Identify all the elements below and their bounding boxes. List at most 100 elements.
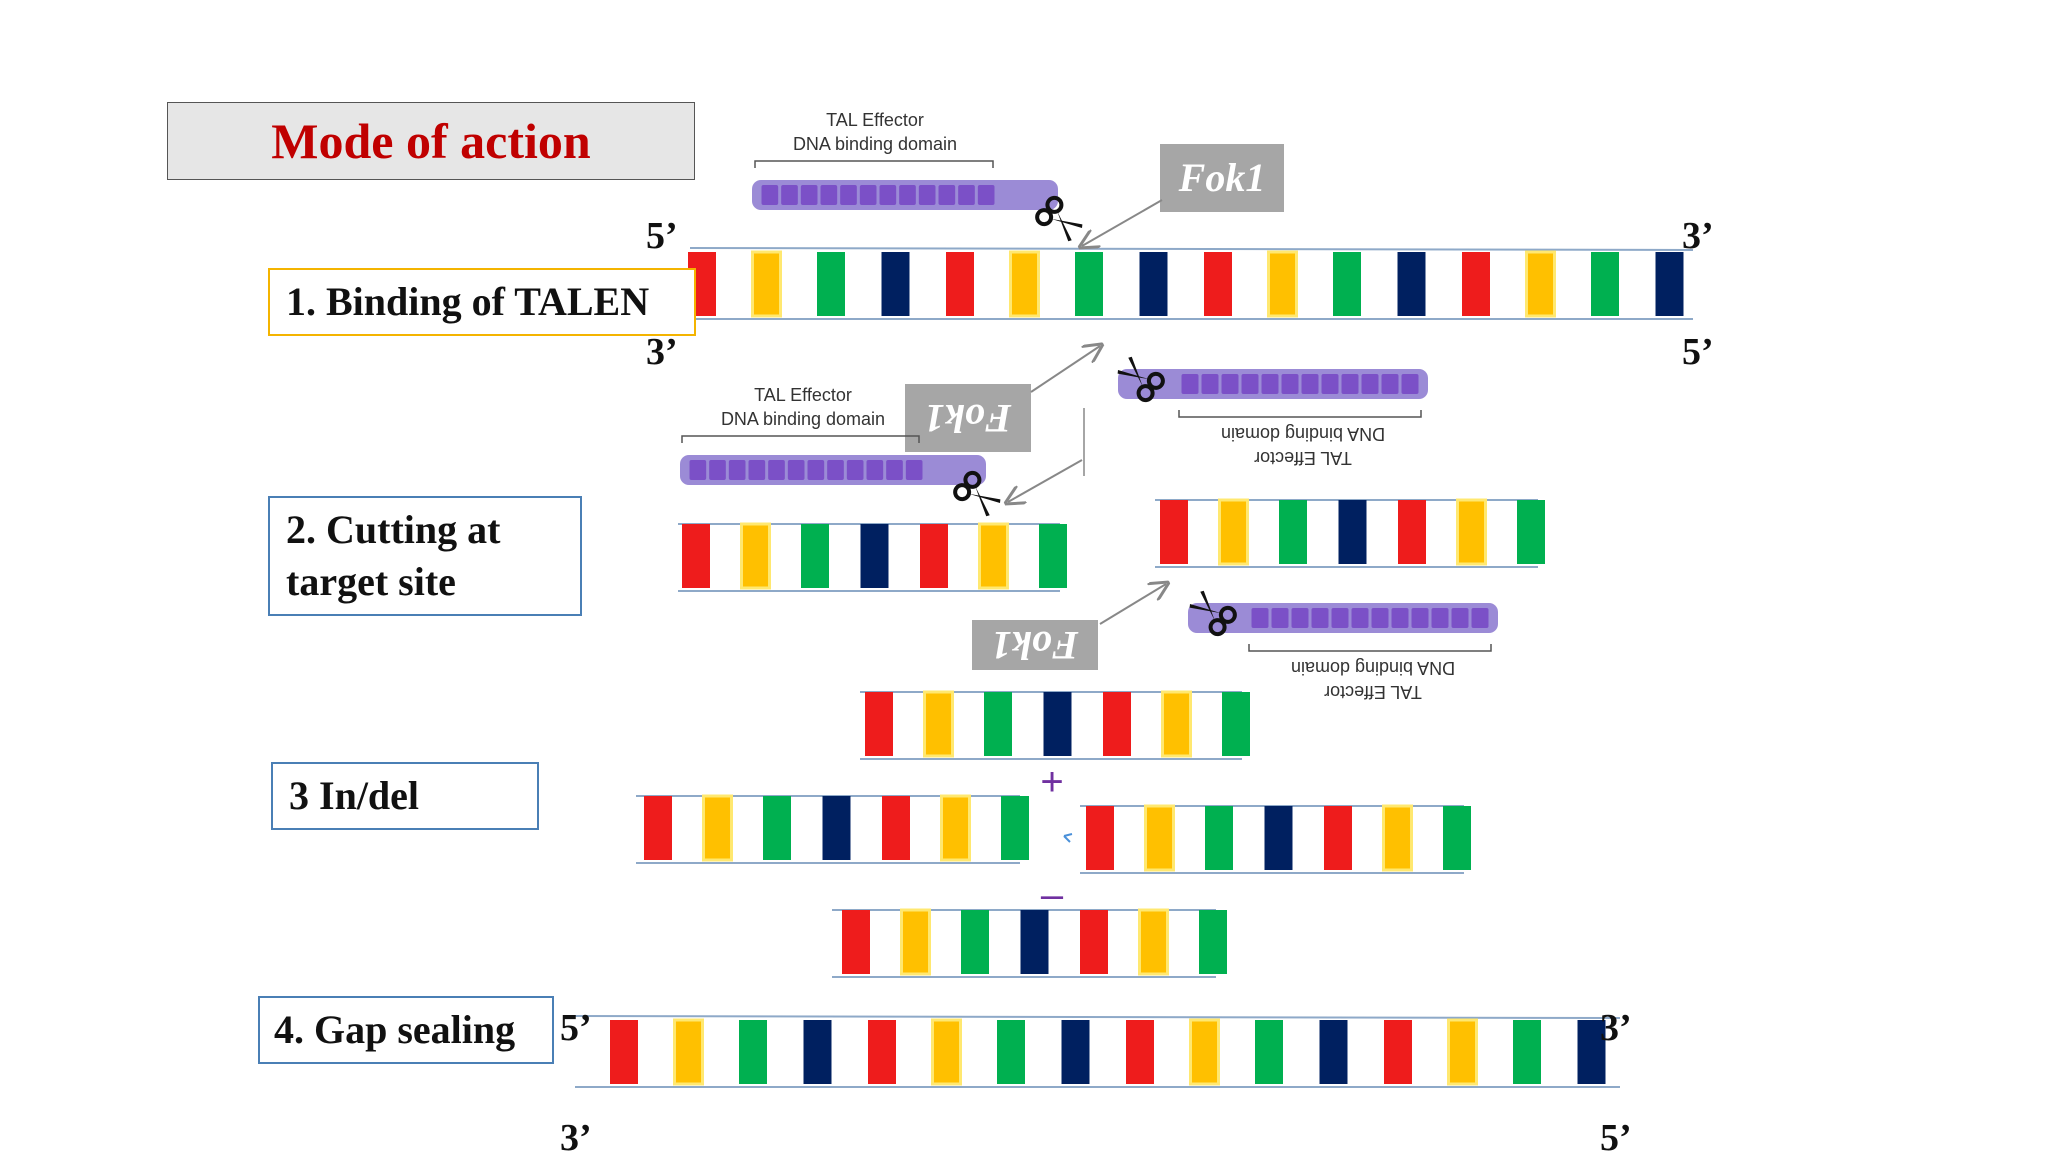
dna-step2-left (678, 522, 1067, 592)
base-pair-red (1462, 252, 1490, 316)
fok1-label: Fok1 (925, 396, 1013, 441)
tal-repeat (1451, 608, 1469, 628)
base-pair-yellow (740, 522, 771, 590)
end-step1-bottom-right: 5’ (1682, 331, 1714, 373)
tal-repeat (1251, 608, 1269, 628)
base-pair-yellow (1161, 690, 1192, 758)
tal-repeat (1331, 608, 1349, 628)
fok1-lower-arrow (1099, 584, 1166, 625)
fok1-label: Fok1 (1178, 155, 1266, 200)
tal-label-line2: DNA binding domain (1291, 658, 1455, 678)
base-pair-navy (803, 1020, 832, 1084)
tal-repeat (1381, 374, 1399, 394)
base-pair-yellow (1218, 498, 1249, 566)
dna-step3-right (1080, 804, 1471, 874)
tal-repeat (938, 185, 956, 205)
fok1-top-arrow (1082, 199, 1163, 246)
base-pair-yellow (1267, 250, 1298, 318)
fok1-mid-arrow (1030, 346, 1100, 393)
base-pair-red (644, 796, 672, 860)
base-pair-red (868, 1020, 896, 1084)
base-pair-navy (1397, 252, 1426, 316)
fok1-top: Fok1 (1160, 144, 1284, 212)
base-pair-green (984, 692, 1012, 756)
tal-repeat (1291, 608, 1309, 628)
base-pair-yellow (931, 1018, 962, 1086)
tal-repeat (1321, 374, 1339, 394)
insertion-plus: + (1040, 760, 1063, 804)
tal-repeat (709, 460, 726, 480)
base-pair-green (1255, 1020, 1283, 1084)
scissors-left (953, 470, 1001, 517)
step-2-text-line2: target site (286, 559, 456, 604)
base-pair-red (682, 524, 710, 588)
fok1-lower: Fok1 (972, 620, 1098, 670)
base-pair-green (1199, 910, 1227, 974)
tal-repeat (1341, 374, 1359, 394)
base-pair-yellow (900, 908, 931, 976)
end-step1-top-left: 5’ (646, 215, 678, 257)
base-pair-red (610, 1020, 638, 1084)
base-pair-navy (822, 796, 851, 860)
tal-repeat (768, 460, 785, 480)
base-pair-green (1517, 500, 1545, 564)
tal-label-line1: TAL Effector (1324, 682, 1422, 702)
tal-bracket (1178, 410, 1422, 418)
base-pair-green (1591, 252, 1619, 316)
tal-effector-lower (1188, 603, 1498, 633)
tal-repeat (1221, 374, 1239, 394)
fok1-box (905, 384, 1031, 452)
base-pair-red (1324, 806, 1352, 870)
base-pair-red (946, 252, 974, 316)
tal-repeat (1181, 374, 1199, 394)
tal-repeat (1431, 608, 1449, 628)
tal-repeat (1311, 608, 1329, 628)
base-pair-red (1103, 692, 1131, 756)
scissors-top (1035, 195, 1083, 242)
deletion-minus: – (1041, 873, 1064, 917)
base-pair-yellow (1189, 1018, 1220, 1086)
top-strand (574, 1015, 1621, 1019)
base-pair-green (997, 1020, 1025, 1084)
indel-arrow-icon (1063, 833, 1073, 843)
dna-step3-bottom (832, 908, 1227, 978)
page-title: Mode of action (167, 102, 695, 180)
base-pair-green (1075, 252, 1103, 316)
top-strand (689, 247, 1694, 251)
tal-bracket (754, 160, 994, 168)
tal-repeat (905, 460, 923, 480)
tal-repeat (820, 185, 838, 205)
tal-label-line1: TAL Effector (754, 385, 852, 405)
fok1-left-arrow (1008, 459, 1083, 502)
base-pair-yellow (1009, 250, 1040, 318)
tal-bracket (681, 435, 920, 443)
dna-step1 (688, 247, 1694, 320)
dna-step2-right (1155, 498, 1545, 568)
end-step1-bottom-left: 3’ (646, 331, 678, 373)
base-pair-navy (1020, 910, 1049, 974)
base-pair-navy (1577, 1020, 1606, 1084)
tal-repeat (1351, 608, 1369, 628)
tal-repeat (748, 460, 766, 480)
base-pair-green (1222, 692, 1250, 756)
tal-repeat (1391, 608, 1409, 628)
fok1-box (972, 620, 1098, 670)
base-pair-green (739, 1020, 767, 1084)
tal-repeat (1281, 374, 1299, 394)
step-2-text-line1: 2. Cutting at (286, 507, 501, 552)
step-3-text: 3 In/del (289, 773, 420, 818)
base-pair-green (763, 796, 791, 860)
tal-repeat (800, 185, 818, 205)
base-pair-navy (1043, 692, 1072, 756)
tal-repeat (761, 185, 779, 205)
base-pair-yellow (978, 522, 1009, 590)
tal-repeat (1371, 608, 1389, 628)
base-pair-yellow (1382, 804, 1413, 872)
base-pair-red (842, 910, 870, 974)
tal-effector-mid (1118, 369, 1428, 399)
base-pair-green (1279, 500, 1307, 564)
base-pair-yellow (673, 1018, 704, 1086)
